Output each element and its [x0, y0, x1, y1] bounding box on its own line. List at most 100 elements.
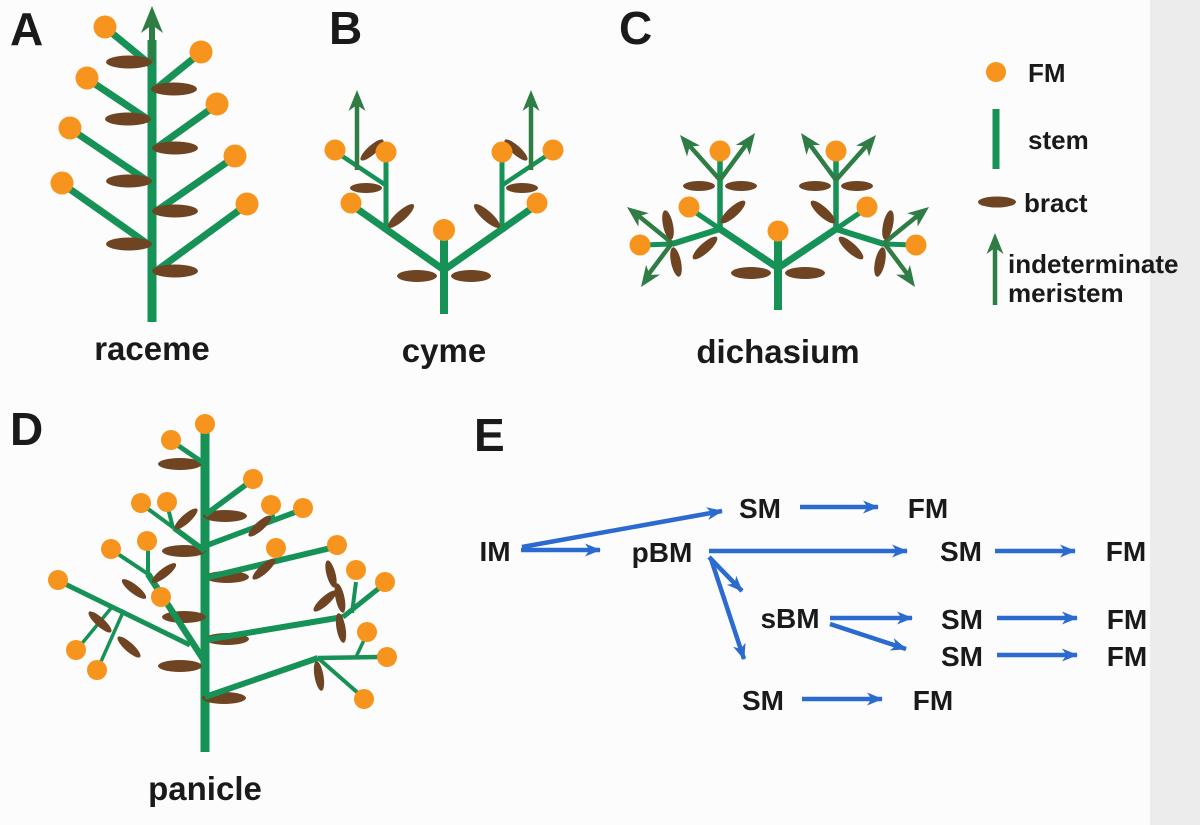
node-sm3: SM	[941, 604, 983, 635]
fm-circle	[223, 144, 247, 168]
fm-circle	[526, 192, 548, 214]
bract	[106, 55, 152, 69]
fm-circle	[491, 141, 513, 163]
bract	[106, 174, 152, 188]
branch	[150, 155, 235, 217]
fm-circle	[48, 570, 68, 590]
legend: FM stem bract indeterminate meristem	[978, 58, 1179, 308]
fm-circle	[205, 92, 229, 116]
indeterminate-shaft	[718, 140, 750, 182]
bract	[692, 236, 718, 260]
bract	[506, 183, 538, 193]
panel-letter-c: C	[619, 2, 652, 54]
node-sm4: SM	[941, 641, 983, 672]
bract	[397, 270, 437, 282]
fm-circle	[157, 492, 177, 512]
caption-dichasium: dichasium	[696, 333, 859, 370]
bract	[838, 236, 864, 260]
fm-circle	[340, 192, 362, 214]
branch	[77, 605, 114, 649]
fm-circle	[66, 640, 86, 660]
branch	[350, 581, 358, 614]
legend-label-bract: bract	[1024, 188, 1088, 218]
bract	[335, 613, 347, 643]
fm-circle	[235, 192, 259, 216]
legend-label-stem: stem	[1028, 125, 1089, 155]
branch	[70, 127, 154, 187]
panel-b-cyme: B cyme	[324, 2, 564, 369]
fm-circle	[542, 139, 564, 161]
panel-c-dichasium: C dichasium	[619, 2, 929, 370]
bract	[799, 181, 831, 191]
node-sbm: sBM	[760, 603, 819, 634]
node-fm5: FM	[913, 685, 953, 716]
fm-circle	[75, 66, 99, 90]
indeterminate-arrow-icon	[627, 207, 649, 227]
bract-leaf-icon	[978, 196, 1016, 208]
node-sm2: SM	[940, 536, 982, 567]
indeterminate-arrow-icon	[141, 6, 163, 33]
node-pbm: pBM	[632, 537, 693, 568]
edge-sbm-sm4	[829, 621, 907, 652]
fm-circle	[293, 498, 313, 518]
bract	[731, 267, 771, 279]
branch	[350, 203, 447, 273]
branch	[142, 504, 176, 530]
indeterminate-arrow-icon	[735, 133, 755, 155]
fm-circle	[678, 196, 700, 218]
stem-bar-icon	[992, 109, 1000, 169]
bract	[874, 247, 886, 277]
branch	[441, 203, 538, 273]
bract	[158, 458, 202, 470]
bract	[162, 545, 206, 557]
fm-dot-icon	[986, 62, 1006, 82]
indeterminate-arrow-icon	[801, 133, 821, 155]
branch	[317, 654, 380, 661]
branch	[776, 226, 838, 271]
indeterminate-shaft	[806, 140, 838, 182]
fm-circle	[189, 40, 213, 64]
bract	[810, 200, 836, 224]
bract	[152, 141, 198, 155]
branch	[204, 655, 319, 700]
caption-raceme: raceme	[94, 330, 210, 367]
branch	[718, 226, 780, 271]
branch	[204, 614, 344, 643]
indeterminate-shaft	[643, 241, 674, 281]
fm-circle	[433, 219, 455, 241]
bract	[334, 583, 346, 613]
node-fm2: FM	[1106, 536, 1146, 567]
fm-circle	[856, 196, 878, 218]
bract	[841, 181, 873, 191]
caption-cyme: cyme	[402, 332, 486, 369]
branch	[499, 152, 551, 188]
branch	[59, 579, 192, 648]
fm-circle	[377, 647, 397, 667]
bract	[117, 636, 141, 658]
bract	[252, 558, 276, 580]
branch	[113, 550, 150, 576]
bract	[662, 210, 674, 240]
node-fm1: FM	[908, 493, 948, 524]
bract	[105, 112, 151, 126]
indeterminate-shaft	[834, 142, 870, 182]
branch	[203, 478, 253, 518]
panel-a-raceme: A raceme	[10, 3, 259, 367]
fm-circle	[161, 430, 181, 450]
fm-circle	[354, 689, 374, 709]
indeterminate-arrow-icon	[855, 135, 876, 157]
fm-circle	[324, 139, 346, 161]
fm-circle	[261, 495, 281, 515]
panel-letter-b: B	[329, 2, 362, 54]
branch	[97, 609, 126, 667]
panel-letter-d: D	[10, 403, 43, 455]
bract	[350, 183, 382, 193]
bract	[162, 611, 206, 623]
node-fm3: FM	[1107, 604, 1147, 635]
branch	[316, 656, 360, 695]
fm-circle	[151, 587, 171, 607]
fm-circle	[131, 493, 151, 513]
fm-circle	[137, 531, 157, 551]
